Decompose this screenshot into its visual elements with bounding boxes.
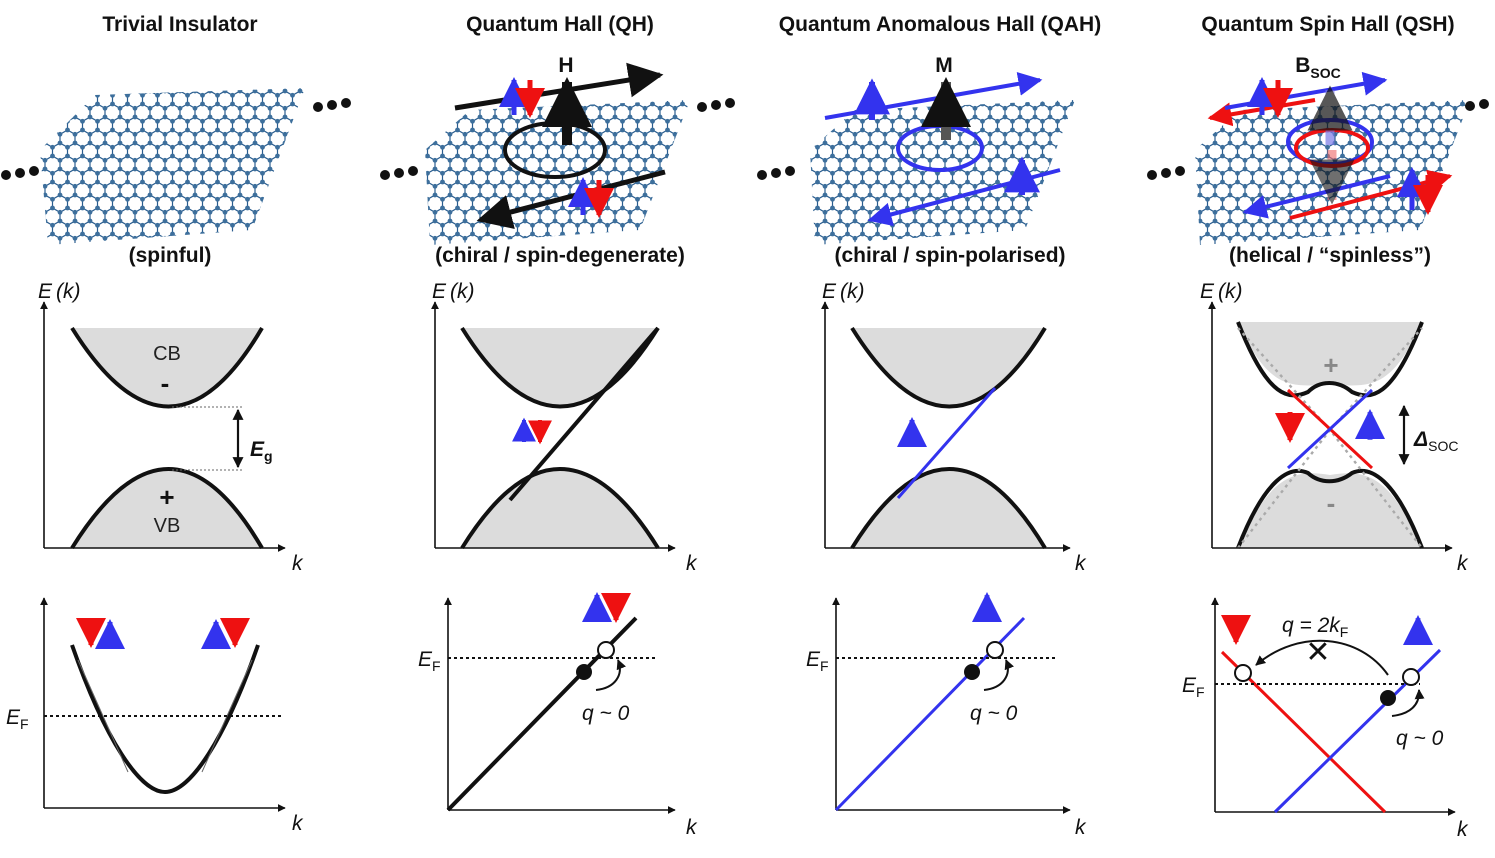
empty-state (597, 641, 615, 659)
dispersion-quantum-hall: EF k q ~ 0 (418, 592, 698, 839)
gap-label: Eg (250, 438, 273, 464)
helical-edge-spin-up (1286, 388, 1374, 470)
band-diagram-quantum-hall: E(k) k (431, 280, 698, 575)
momentum-transfer-label: q ~ 0 (582, 702, 630, 725)
momentum-transfer-label: q ~ 0 (970, 702, 1018, 725)
momentum-axis-label: k (686, 816, 698, 839)
cb-minus-sign: - (161, 368, 170, 398)
ellipsis-icon (380, 166, 418, 180)
energy-axis-label: E(k) (1200, 280, 1243, 303)
valence-band-curve (850, 467, 1047, 550)
chiral-edge-state (896, 387, 997, 499)
chiral-edge-state (508, 326, 660, 502)
conduction-band-curve (850, 326, 1047, 409)
conduction-band-curve (1236, 321, 1424, 398)
subtitle-chiral-polarised: (chiral / spin-polarised) (834, 244, 1065, 267)
ellipsis-icon (1, 166, 39, 180)
ellipsis-icon (313, 98, 351, 112)
dispersion-qah: EF k q ~ 0 (806, 592, 1087, 839)
cross-icon: ✕ (1305, 635, 1330, 670)
empty-state (986, 641, 1004, 659)
subtitle-chiral-degenerate: (chiral / spin-degenerate) (435, 244, 685, 267)
field-label-h: H (558, 54, 573, 77)
ellipsis-icon (1147, 166, 1185, 180)
momentum-axis-label: k (1457, 552, 1469, 575)
scattering-arrow (1391, 689, 1425, 717)
field-label-bsoc: BSOC (1295, 54, 1341, 81)
valence-band-curve (1236, 468, 1424, 549)
subtitle-spinful: (spinful) (129, 244, 212, 267)
edge-current-top-spin-up (1224, 71, 1388, 110)
vb-plus-sign: + (159, 482, 174, 512)
fermi-level-label: EF (6, 706, 29, 732)
band-diagram-qah: E(k) k (821, 280, 1087, 575)
vb-minus-sign: - (1327, 488, 1336, 518)
scattering-arrow (595, 659, 626, 691)
lattice-quantum-anomalous-hall: M (757, 54, 1075, 245)
fermi-level-label: EF (806, 648, 829, 674)
lattice-quantum-spin-hall: BSOC (1147, 54, 1489, 245)
linearization-left (77, 659, 129, 773)
fermi-level-label: EF (1182, 674, 1205, 700)
ellipsis-icon (1465, 99, 1489, 111)
momentum-axis-label: k (1075, 552, 1087, 575)
fermi-level-label: EF (418, 648, 441, 674)
momentum-axis-label: k (1457, 818, 1469, 841)
valence-band-curve (70, 467, 264, 550)
valence-band-curve (460, 467, 660, 550)
title-quantum-spin-hall: Quantum Spin Hall (QSH) (1201, 13, 1454, 36)
filled-state (576, 664, 592, 680)
lattice-quantum-hall: H (380, 54, 735, 245)
band-diagram-qsh: E(k) k + - ΔSOC (1200, 280, 1469, 575)
momentum-transfer-label: q ~ 0 (1396, 727, 1444, 750)
field-label-m: M (935, 54, 953, 77)
ellipsis-icon (697, 98, 735, 112)
momentum-axis-label: k (686, 552, 698, 575)
dispersion-qsh: EF k ✕ q = 2kF q ~ 0 (1182, 597, 1469, 841)
ellipsis-icon (757, 166, 795, 180)
lattice-trivial (1, 88, 351, 245)
energy-axis-label: E(k) (432, 280, 475, 303)
empty-state-right (1402, 668, 1420, 686)
title-quantum-hall: Quantum Hall (QH) (466, 13, 654, 36)
title-quantum-anomalous-hall: Quantum Anomalous Hall (QAH) (779, 13, 1101, 36)
conduction-band-curve (460, 326, 660, 409)
cb-plus-sign: + (1323, 350, 1338, 380)
momentum-axis-label: k (292, 812, 304, 835)
subtitle-helical-spinless: (helical / “spinless”) (1229, 244, 1431, 267)
vb-label: VB (154, 515, 181, 537)
filled-state (1380, 690, 1396, 706)
filled-state (964, 664, 980, 680)
scattering-arrow (983, 659, 1014, 691)
conduction-band-curve (70, 326, 264, 409)
soc-gap-label: ΔSOC (1413, 428, 1458, 454)
momentum-axis-label: k (1075, 816, 1087, 839)
energy-axis-label: E(k) (38, 280, 81, 303)
title-trivial-insulator: Trivial Insulator (102, 13, 257, 36)
parabolic-dispersion (70, 644, 260, 795)
backscattering-arrow (1255, 639, 1389, 676)
valence-band-fill (1238, 473, 1422, 548)
momentum-axis-label: k (292, 552, 304, 575)
cb-label: CB (153, 343, 181, 365)
graphene-sheet-trivial (40, 88, 305, 245)
conduction-band-fill (1238, 322, 1422, 386)
empty-state-left (1234, 664, 1252, 682)
band-diagram-trivial: E(k) k CB - + VB Eg (38, 280, 304, 575)
dispersion-trivial: EF k (6, 597, 304, 835)
backscatter-q-label: q = 2kF (1282, 614, 1348, 640)
energy-axis-label: E(k) (822, 280, 865, 303)
